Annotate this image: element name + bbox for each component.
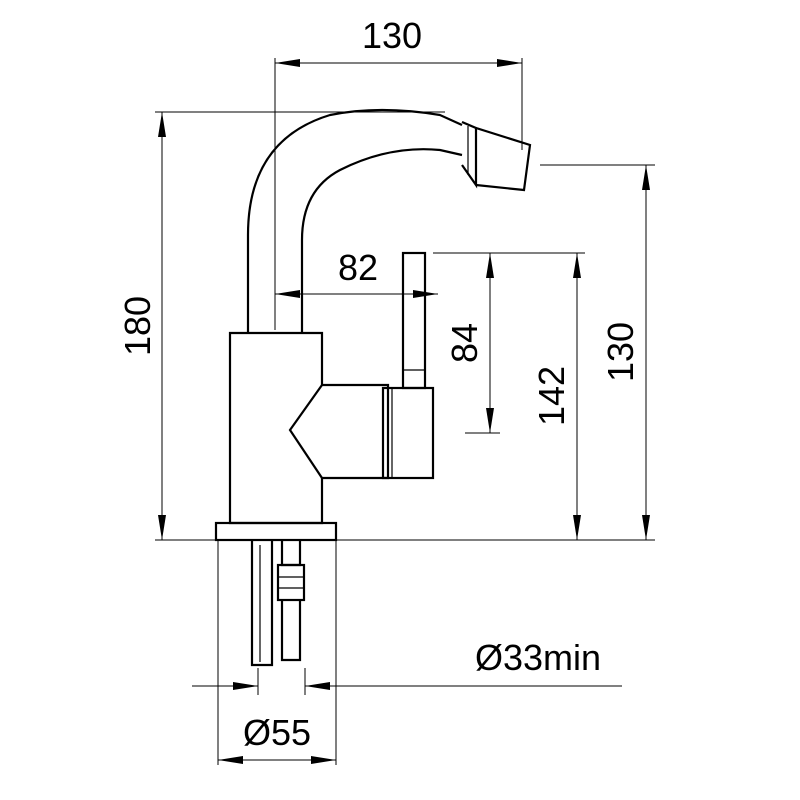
spout-nozzle	[475, 126, 532, 192]
label-lever-reach: 82	[338, 247, 378, 288]
faucet-body	[228, 331, 390, 525]
lever-rod	[401, 251, 427, 390]
hose-pipe	[280, 600, 302, 662]
spout-outer	[246, 108, 463, 333]
dimension-body-height: 142	[531, 253, 581, 540]
label-lever-height: 84	[444, 323, 485, 363]
handle-cap	[381, 386, 435, 480]
dimension-spout-height: 130	[336, 164, 655, 541]
dimension-top-width: 130	[274, 15, 523, 330]
label-top-width: 130	[362, 15, 422, 56]
shank-left	[250, 540, 274, 667]
label-body-height: 142	[531, 366, 572, 426]
label-total-height: 180	[117, 296, 158, 356]
spout-inner	[300, 148, 463, 333]
label-spout-height: 130	[600, 322, 641, 382]
dimension-lever-reach: 82	[275, 247, 438, 298]
dimension-base-diameter: Ø55	[217, 540, 337, 765]
hose-nut	[276, 563, 306, 602]
faucet-outline	[214, 108, 532, 667]
dimension-total-height: 180	[117, 111, 445, 541]
dimension-lever-height: 84	[433, 252, 585, 434]
base-plate	[214, 521, 338, 542]
label-hole-min: Ø33min	[475, 637, 601, 678]
handle-block	[288, 384, 323, 479]
spout-head	[461, 120, 478, 189]
label-base-diameter: Ø55	[243, 712, 311, 753]
hose-connector	[280, 540, 302, 567]
dimension-hole-min: Ø33min	[192, 637, 622, 695]
